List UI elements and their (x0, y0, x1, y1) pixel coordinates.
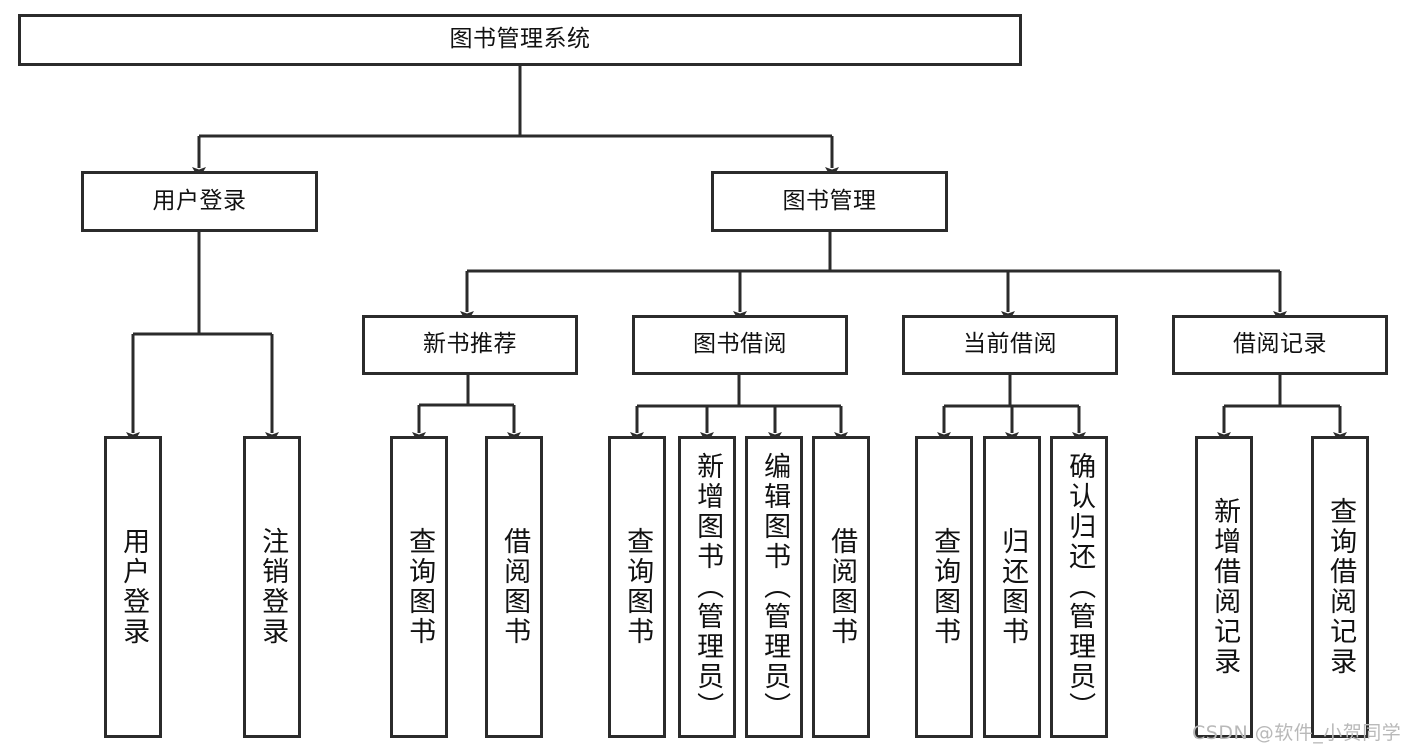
node-leaf-logout-label: 注销登录 (257, 527, 289, 647)
node-leaf-edit-book[interactable]: 编辑图书（管理员） (745, 436, 803, 738)
node-leaf-user-login[interactable]: 用户登录 (104, 436, 162, 738)
node-borrow-record-label: 借阅记录 (1233, 331, 1327, 358)
node-new-book-recommend[interactable]: 新书推荐 (362, 315, 578, 375)
node-leaf-borrow-book-1-label: 借阅图书 (499, 527, 531, 647)
node-leaf-return-book-label: 归还图书 (997, 527, 1029, 647)
node-leaf-add-book-label: 新增图书（管理员） (692, 452, 724, 722)
node-book-borrow[interactable]: 图书借阅 (632, 315, 848, 375)
node-leaf-user-login-label: 用户登录 (118, 527, 150, 647)
node-leaf-add-record-label: 新增借阅记录 (1209, 497, 1241, 677)
node-leaf-return-book[interactable]: 归还图书 (983, 436, 1041, 738)
node-book-borrow-label: 图书借阅 (693, 331, 787, 358)
node-leaf-edit-book-label: 编辑图书（管理员） (759, 452, 791, 722)
node-leaf-query-book-3[interactable]: 查询图书 (915, 436, 973, 738)
node-leaf-logout[interactable]: 注销登录 (243, 436, 301, 738)
node-leaf-query-book-1-label: 查询图书 (404, 527, 436, 647)
watermark-text: CSDN @软件_小贺同学 (1192, 722, 1402, 744)
node-leaf-query-book-2[interactable]: 查询图书 (608, 436, 666, 738)
node-user-login[interactable]: 用户登录 (81, 171, 318, 232)
node-book-management-label: 图书管理 (782, 187, 877, 214)
node-book-management[interactable]: 图书管理 (711, 171, 948, 232)
node-leaf-confirm-return-label: 确认归还（管理员） (1064, 452, 1096, 722)
node-root-label: 图书管理系统 (449, 26, 591, 53)
node-root[interactable]: 图书管理系统 (18, 14, 1022, 66)
node-leaf-add-book[interactable]: 新增图书（管理员） (678, 436, 736, 738)
node-leaf-query-record-label: 查询借阅记录 (1325, 497, 1357, 677)
node-leaf-confirm-return[interactable]: 确认归还（管理员） (1050, 436, 1108, 738)
node-leaf-borrow-book-2-label: 借阅图书 (826, 527, 858, 647)
node-current-borrow[interactable]: 当前借阅 (902, 315, 1118, 375)
node-leaf-borrow-book-2[interactable]: 借阅图书 (812, 436, 870, 738)
node-leaf-query-book-3-label: 查询图书 (929, 527, 961, 647)
node-user-login-label: 用户登录 (152, 187, 247, 214)
node-leaf-query-record[interactable]: 查询借阅记录 (1311, 436, 1369, 738)
node-new-book-recommend-label: 新书推荐 (423, 331, 517, 358)
node-leaf-borrow-book-1[interactable]: 借阅图书 (485, 436, 543, 738)
node-leaf-query-book-2-label: 查询图书 (622, 527, 654, 647)
node-current-borrow-label: 当前借阅 (963, 331, 1057, 358)
node-borrow-record[interactable]: 借阅记录 (1172, 315, 1388, 375)
node-leaf-query-book-1[interactable]: 查询图书 (390, 436, 448, 738)
node-leaf-add-record[interactable]: 新增借阅记录 (1195, 436, 1253, 738)
